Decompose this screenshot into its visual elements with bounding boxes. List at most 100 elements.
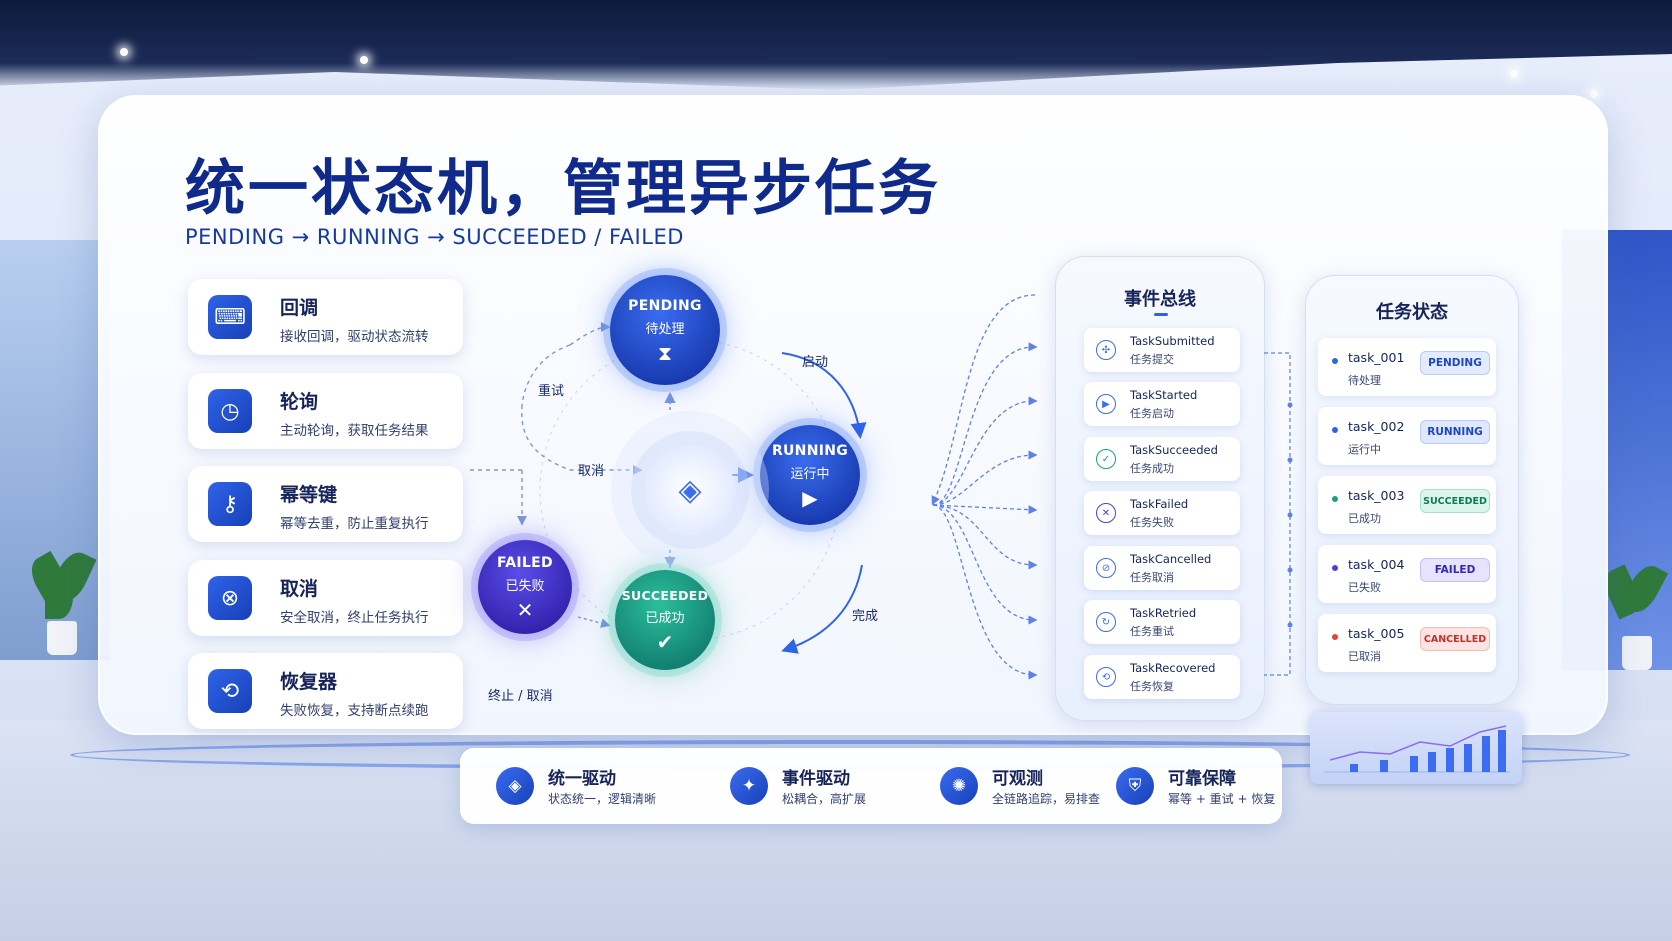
mini-chart [1310,712,1522,784]
status-dot [1332,565,1338,571]
state-running-en: RUNNING [771,442,849,459]
event-bus-underline [1154,313,1168,316]
benefit-desc: 幂等 + 重试 + 恢复 [1168,792,1276,806]
state-succeeded-en: SUCCEEDED [621,588,709,603]
status-badge: FAILED [1420,558,1490,582]
task-zh: 已失败 [1348,581,1381,594]
ceiling-light [1590,90,1598,98]
task-status-panel: 任务状态 task_001 待处理 PENDING task_002 运行中 R… [1305,275,1519,705]
event-item: ✕ TaskFailed 任务失败 [1084,491,1240,535]
status-badge: SUCCEEDED [1420,489,1490,513]
ceiling-light [1510,70,1518,78]
event-zh: 任务恢复 [1130,680,1174,693]
feature-desc: 幂等去重，防止重复执行 [280,516,429,532]
task-row[interactable]: task_001 待处理 PENDING [1318,338,1496,396]
event-name: TaskSucceeded [1130,443,1218,457]
recover-icon: ⟲ [1096,667,1116,687]
event-bus-panel: 事件总线 ✣ TaskSubmitted 任务提交 ▶ TaskStarted … [1055,256,1265,721]
state-running: RUNNING 运行中 ▶ [760,425,860,525]
transition-terminate-label: 终止 / 取消 [488,689,553,704]
layers-icon: ◈ [645,445,735,535]
event-name: TaskSubmitted [1130,334,1215,348]
feature-desc: 接收回调，驱动状态流转 [280,329,429,345]
task-id: task_001 [1348,350,1405,365]
task-status-title: 任务状态 [1376,302,1448,323]
plant-right [1599,560,1670,670]
benefit-title: 统一驱动 [548,769,616,789]
state-pending: PENDING 待处理 ⧗ [610,275,720,385]
x-icon: ✕ [1096,503,1116,523]
task-row[interactable]: task_004 已失败 FAILED [1318,545,1496,603]
state-succeeded-zh: 已成功 [645,611,685,626]
feature-card-cancel: ⊗ 取消 安全取消，终止任务执行 [188,560,463,636]
state-pending-zh: 待处理 [645,321,685,337]
feature-desc: 安全取消，终止任务执行 [280,610,429,626]
compass-icon: ◈ [496,767,534,805]
feature-card-idempotency: ⚷ 幂等键 幂等去重，防止重复执行 [188,466,463,542]
benefit-desc: 全链路追踪，易排查 [992,792,1101,806]
feature-desc: 主动轮询，获取任务结果 [280,423,429,439]
benefit-desc: 状态统一，逻辑清晰 [548,792,657,806]
key-icon: ⚷ [208,482,252,526]
ceiling-light [120,48,128,56]
benefit-observable: ✺ 可观测 全链路追踪，易排查 [940,758,1120,814]
event-item: ⊘ TaskCancelled 任务取消 [1084,546,1240,590]
benefit-title: 事件驱动 [782,769,850,789]
event-zh: 任务成功 [1130,462,1174,475]
state-running-zh: 运行中 [790,466,830,482]
event-connectors [931,294,1038,680]
event-item: ↻ TaskRetried 任务重试 [1084,600,1240,644]
event-item: ▶ TaskStarted 任务启动 [1084,382,1240,426]
benefit-event-driven: ✦ 事件驱动 松耦合，高扩展 [730,758,910,814]
ceiling-light [360,56,368,64]
status-dot [1332,427,1338,433]
status-badge: CANCELLED [1420,627,1490,651]
event-item: ✣ TaskSubmitted 任务提交 [1084,328,1240,372]
task-row[interactable]: task_002 运行中 RUNNING [1318,407,1496,465]
sun-icon: ✺ [940,767,978,805]
event-name: TaskFailed [1130,497,1189,511]
check-icon: ✓ [1096,449,1116,469]
event-name: TaskRecovered [1130,661,1216,675]
shield-icon: ⛨ [1116,767,1154,805]
transition-cancel-label: 取消 [578,464,605,479]
task-row[interactable]: task_005 已取消 CANCELLED [1318,614,1496,672]
task-row[interactable]: task_003 已成功 SUCCEEDED [1318,476,1496,534]
feature-title: 取消 [280,578,319,600]
state-failed: FAILED 已失败 ✕ [478,540,572,634]
feature-card-recover: ⟲ 恢复器 失败恢复，支持断点续跑 [188,653,463,729]
state-machine-diagram: PENDING 待处理 ⧗ RUNNING 运行中 ▶ SUCCEEDED 已成… [470,265,960,720]
state-succeeded: SUCCEEDED 已成功 ✔ [615,570,715,670]
bus-bracket [1264,352,1293,676]
event-zh: 任务启动 [1130,407,1174,420]
benefits-bar: ◈ 统一驱动 状态统一，逻辑清晰 ✦ 事件驱动 松耦合，高扩展 ✺ 可观测 全链… [460,748,1282,824]
check-icon: ✔ [656,630,674,654]
status-dot [1332,358,1338,364]
feature-title: 恢复器 [280,671,338,693]
event-item: ⟲ TaskRecovered 任务恢复 [1084,655,1240,699]
play-icon: ▶ [802,485,818,510]
code-icon: ⌨ [208,295,252,339]
state-failed-en: FAILED [497,554,553,571]
feature-title: 回调 [280,297,319,319]
event-zh: 任务提交 [1130,353,1174,366]
feature-title: 幂等键 [280,484,338,506]
state-pending-en: PENDING [628,297,702,314]
page-subtitle: PENDING → RUNNING → SUCCEEDED / FAILED [185,225,684,249]
feature-card-polling: ◷ 轮询 主动轮询，获取任务结果 [188,373,463,449]
task-id: task_002 [1348,419,1405,434]
star-icon: ✦ [730,767,768,805]
state-failed-zh: 已失败 [505,578,545,594]
feature-desc: 失败恢复，支持断点续跑 [280,703,429,719]
task-zh: 已成功 [1348,512,1381,525]
retry-icon: ↻ [1096,612,1116,632]
event-name: TaskRetried [1130,606,1197,620]
transition-complete-label: 完成 [852,609,879,624]
task-id: task_004 [1348,557,1405,572]
event-zh: 任务失败 [1130,516,1174,529]
event-zh: 任务取消 [1130,571,1174,584]
benefit-title: 可靠保障 [1168,769,1236,789]
task-zh: 待处理 [1348,374,1381,387]
event-name: TaskCancelled [1130,552,1212,566]
clock-icon: ◷ [208,389,252,433]
